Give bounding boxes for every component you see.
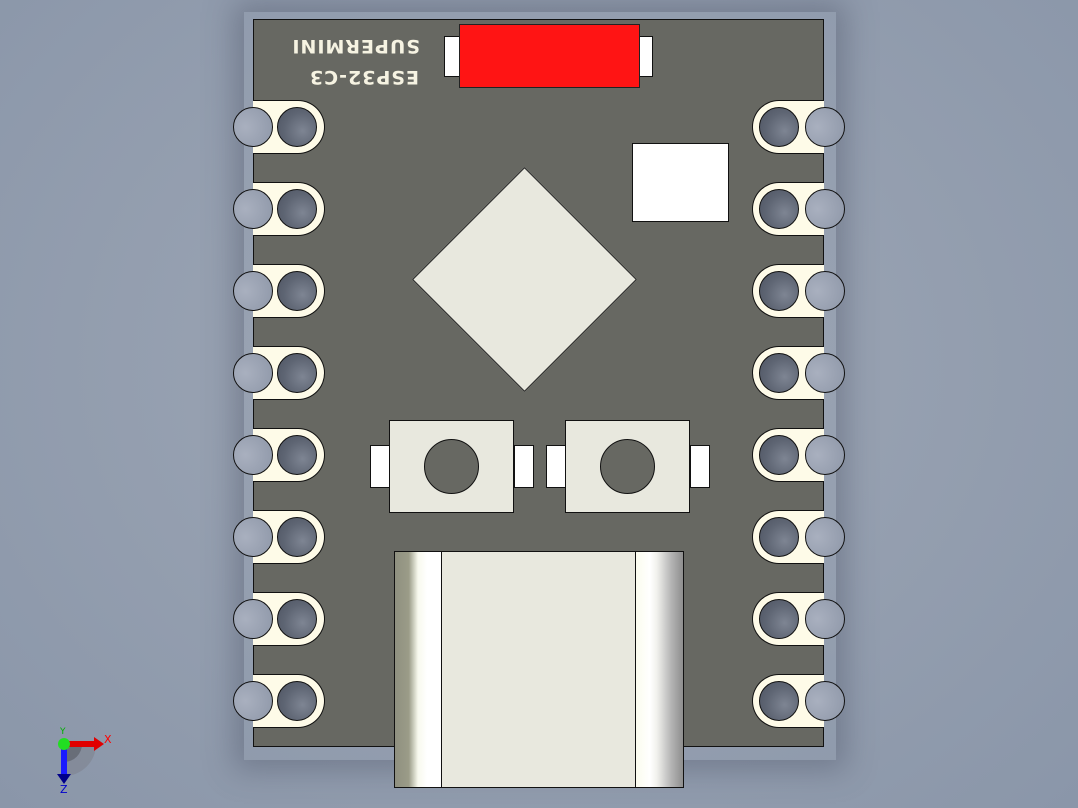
half-hole [805,352,845,393]
half-hole [233,680,273,721]
y-axis-label: Y [60,727,66,737]
pad-right-5[interactable] [752,428,845,482]
silkscreen-esp32-c3: ESP32-C3 [308,66,419,88]
button-2-right-terminal [690,445,710,488]
pad-left-1[interactable] [233,100,325,154]
usb-shell-right [635,552,683,787]
pad-hole [277,188,317,229]
pad-right-8[interactable] [752,674,845,728]
half-hole [233,434,273,475]
pad-hole [277,680,317,721]
half-hole [233,598,273,639]
white-component[interactable] [632,143,729,222]
button-1-actuator [424,439,479,494]
tactile-button-2[interactable] [565,420,690,513]
half-hole [233,106,273,147]
pad-hole [759,516,799,557]
pad-right-3[interactable] [752,264,845,318]
pad-right-2[interactable] [752,182,845,236]
pad-hole [759,270,799,311]
pad-hole [277,516,317,557]
half-hole [233,270,273,311]
axis-triad: X Y Z [48,728,128,798]
pad-hole [759,434,799,475]
x-axis-label: X [104,733,112,746]
half-hole [233,352,273,393]
pad-hole [759,680,799,721]
half-hole [805,188,845,229]
pad-left-5[interactable] [233,428,325,482]
half-hole [805,598,845,639]
half-hole [805,270,845,311]
half-hole [805,434,845,475]
pad-left-7[interactable] [233,592,325,646]
button-1-left-terminal [370,445,390,488]
pad-left-4[interactable] [233,346,325,400]
button-2-left-terminal [546,445,566,488]
half-hole [233,188,273,229]
pad-right-4[interactable] [752,346,845,400]
usb-c-connector[interactable] [394,551,684,788]
button-2-actuator [600,439,655,494]
pad-hole [277,434,317,475]
silkscreen-supermini: SUPERMINI [291,35,420,57]
tactile-button-1[interactable] [389,420,514,513]
button-1-right-terminal [514,445,534,488]
pad-hole [759,188,799,229]
pad-hole [759,106,799,147]
pad-right-7[interactable] [752,592,845,646]
pad-left-2[interactable] [233,182,325,236]
pad-hole [277,106,317,147]
pad-right-6[interactable] [752,510,845,564]
pad-hole [277,270,317,311]
pad-right-1[interactable] [752,100,845,154]
half-hole [233,516,273,557]
z-axis-label: Z [60,783,68,796]
pad-hole [759,598,799,639]
pad-hole [277,598,317,639]
usb-shell-left [395,552,442,787]
pad-left-3[interactable] [233,264,325,318]
half-hole [805,516,845,557]
pad-hole [759,352,799,393]
pad-hole [277,352,317,393]
red-component[interactable] [459,24,640,88]
half-hole [805,680,845,721]
half-hole [805,106,845,147]
pad-left-8[interactable] [233,674,325,728]
triad-icon [57,737,104,784]
pad-left-6[interactable] [233,510,325,564]
